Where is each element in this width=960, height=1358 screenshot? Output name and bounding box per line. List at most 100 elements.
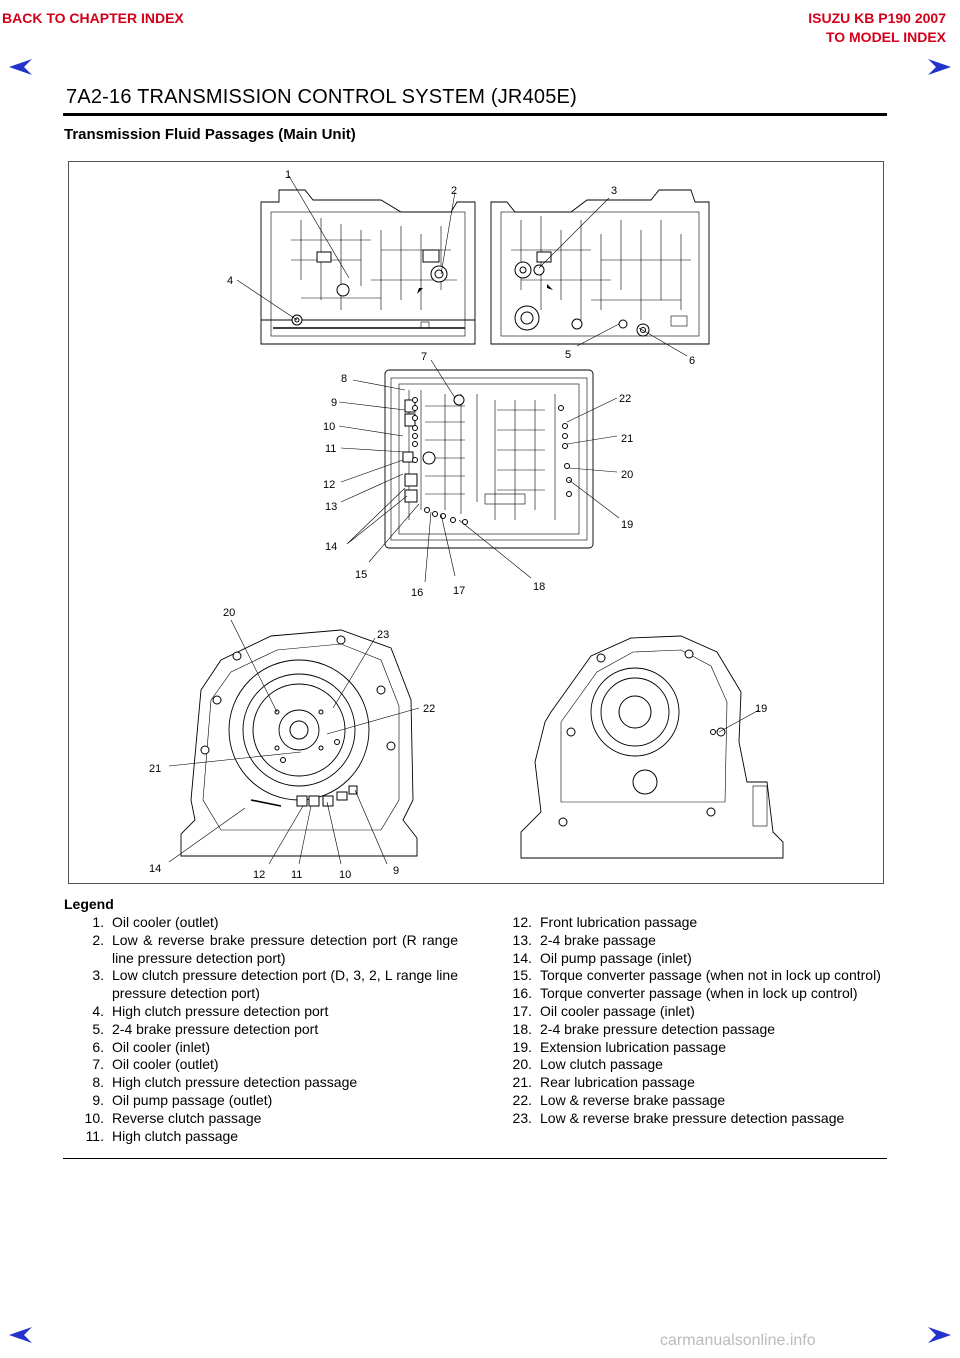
- legend-item-text: Torque converter passage (when in lock u…: [540, 985, 858, 1002]
- legend-item: 6.Oil cooler (inlet): [64, 1039, 458, 1057]
- callout-7: 7: [421, 351, 427, 363]
- callout-lower-11: 11: [291, 869, 302, 881]
- callout-4: 4: [227, 275, 233, 287]
- legend-item-text: 2-4 brake pressure detection passage: [540, 1020, 776, 1037]
- legend-item-text: Oil pump passage (outlet): [112, 1091, 273, 1108]
- legend-item-text: 2-4 brake pressure detection port: [112, 1020, 319, 1037]
- legend-item-text: Oil cooler passage (inlet): [540, 1002, 695, 1019]
- legend-item-number: 1.: [92, 914, 104, 930]
- legend-item-text: Rear lubrication passage: [540, 1074, 695, 1091]
- legend-item-number: 15.: [512, 967, 532, 984]
- legend-item: 17.Oil cooler passage (inlet): [492, 1003, 886, 1021]
- callout-20: 20: [621, 469, 633, 481]
- legend-item-number: 9.: [92, 1091, 104, 1108]
- legend-item-text: Low & reverse brake pressure detection p…: [540, 1109, 845, 1126]
- callout-16: 16: [411, 587, 423, 599]
- callout-15: 15: [355, 569, 367, 581]
- legend-item-number: 2.: [92, 931, 104, 948]
- callout-lower-14: 14: [149, 863, 161, 875]
- legend-item-number: 10.: [84, 1109, 104, 1126]
- extension-housing-view: [520, 635, 784, 859]
- legend-item-number: 18.: [512, 1020, 532, 1037]
- legend-item-number: 3.: [92, 967, 104, 984]
- back-to-chapter-index-link[interactable]: BACK TO CHAPTER INDEX: [2, 10, 184, 26]
- legend-item: 21. Rear lubrication passage: [492, 1074, 886, 1092]
- legend-item-text: Oil cooler (outlet): [112, 914, 219, 930]
- legend-item-text: Low clutch pressure detection port (D, 3…: [112, 967, 458, 1002]
- callout-9: 9: [331, 397, 337, 409]
- legend-item-text: Low clutch passage: [540, 1056, 663, 1073]
- transmission-line-drawing: 1 2 3 4 5 6 7 8 9 10 11 12 13 14 15 16 1…: [149, 169, 784, 881]
- legend-item: 9. Oil pump passage (outlet): [64, 1092, 458, 1110]
- callout-lower-12: 12: [253, 869, 265, 881]
- prev-page-bottom-arrow-icon[interactable]: [8, 1326, 34, 1344]
- callout-14: 14: [325, 541, 337, 553]
- callout-numbers: 1 2 3 4 5 6 7 8 9 10 11 12 13 14 15 16 1…: [149, 169, 767, 881]
- callout-6: 6: [689, 355, 695, 367]
- callout-8: 8: [341, 373, 347, 385]
- converter-housing-view: [180, 629, 418, 857]
- callout-22: 22: [619, 393, 631, 405]
- callout-17: 17: [453, 585, 465, 597]
- legend-item: 14. Oil pump passage (inlet): [492, 950, 886, 968]
- legend-item: 20. Low clutch passage: [492, 1056, 886, 1074]
- legend-item-number: 8.: [92, 1074, 104, 1091]
- model-title-link[interactable]: ISUZU KB P190 2007: [808, 10, 946, 26]
- callout-1: 1: [285, 169, 291, 181]
- callout-lower-9: 9: [393, 865, 399, 877]
- legend-item-text: Low & reverse brake pressure detection p…: [112, 931, 458, 966]
- legend-item-text: High clutch pressure detection port: [112, 1002, 329, 1019]
- legend-item-text: Oil cooler (inlet): [112, 1038, 211, 1055]
- callout-11: 11: [325, 443, 336, 455]
- callout-10: 10: [323, 421, 335, 433]
- legend-item: 5.2-4 brake pressure detection port: [64, 1021, 458, 1039]
- legend-item-text: High clutch passage: [112, 1127, 239, 1144]
- legend-item: 18. 2-4 brake pressure detection passage: [492, 1021, 886, 1039]
- legend-item: 4.High clutch pressure detection port: [64, 1003, 458, 1021]
- prev-page-arrow-icon[interactable]: [8, 58, 34, 76]
- callout-18: 18: [533, 581, 545, 593]
- callout-21: 21: [621, 433, 633, 445]
- legend-item: 3. Low clutch pressure detection port (D,…: [64, 967, 458, 1003]
- callout-lower-20: 20: [223, 607, 235, 619]
- callout-3: 3: [611, 185, 617, 197]
- section-subtitle: Transmission Fluid Passages (Main Unit): [64, 126, 356, 143]
- legend-item-number: 20.: [512, 1056, 532, 1073]
- legend-item-text: Low & reverse brake passage: [540, 1091, 726, 1108]
- valve-body-view: [384, 369, 594, 549]
- callout-lower-23: 23: [377, 629, 389, 641]
- legend-item-number: 19.: [512, 1038, 532, 1055]
- legend-item-number: 11.: [85, 1127, 104, 1144]
- callout-lower-10: 10: [339, 869, 351, 881]
- case-view-left: [260, 189, 476, 345]
- legend-item-text: Extension lubrication passage: [540, 1038, 727, 1055]
- legend-item-number: 14.: [512, 949, 532, 966]
- next-page-bottom-arrow-icon[interactable]: [926, 1326, 952, 1344]
- legend-item-number: 23.: [512, 1109, 532, 1126]
- legend-item-number: 13.: [512, 931, 532, 948]
- legend-item-text: Reverse clutch passage: [112, 1109, 262, 1126]
- legend-item-number: 22.: [512, 1091, 532, 1108]
- next-page-arrow-icon[interactable]: [926, 58, 952, 76]
- legend-item: 22. Low & reverse brake passage: [492, 1092, 886, 1110]
- callout-lower-right-19: 19: [755, 703, 767, 715]
- legend-item: 19. Extension lubrication passage: [492, 1039, 886, 1057]
- legend-item-text: Oil pump passage (inlet): [540, 949, 692, 966]
- to-model-index-link[interactable]: TO MODEL INDEX: [825, 29, 946, 45]
- legend-item-number: 16.: [512, 985, 532, 1002]
- legend-item-number: 7.: [92, 1056, 104, 1073]
- legend-item: 11. High clutch passage: [64, 1128, 458, 1146]
- legend-item: 8.High clutch pressure detection passage: [64, 1074, 458, 1092]
- callout-12: 12: [323, 479, 335, 491]
- legend-item-number: 21.: [512, 1074, 532, 1091]
- callout-13: 13: [325, 501, 337, 513]
- watermark-text: carmanualsonline.info: [660, 1332, 816, 1349]
- page-header-title: 7A2-16 TRANSMISSION CONTROL SYSTEM (JR40…: [66, 86, 577, 108]
- legend-left-column: 1. Oil cooler (outlet) 2. Low & reverse bra…: [64, 914, 458, 1145]
- legend-item: 10. Reverse clutch passage: [64, 1110, 458, 1128]
- legend-item-text: 2-4 brake passage: [540, 931, 656, 948]
- legend-item: 15.Torque converter passage (when not in…: [492, 967, 886, 985]
- case-view-right: [490, 189, 710, 345]
- legend-item: 7.Oil cooler (outlet): [64, 1056, 458, 1074]
